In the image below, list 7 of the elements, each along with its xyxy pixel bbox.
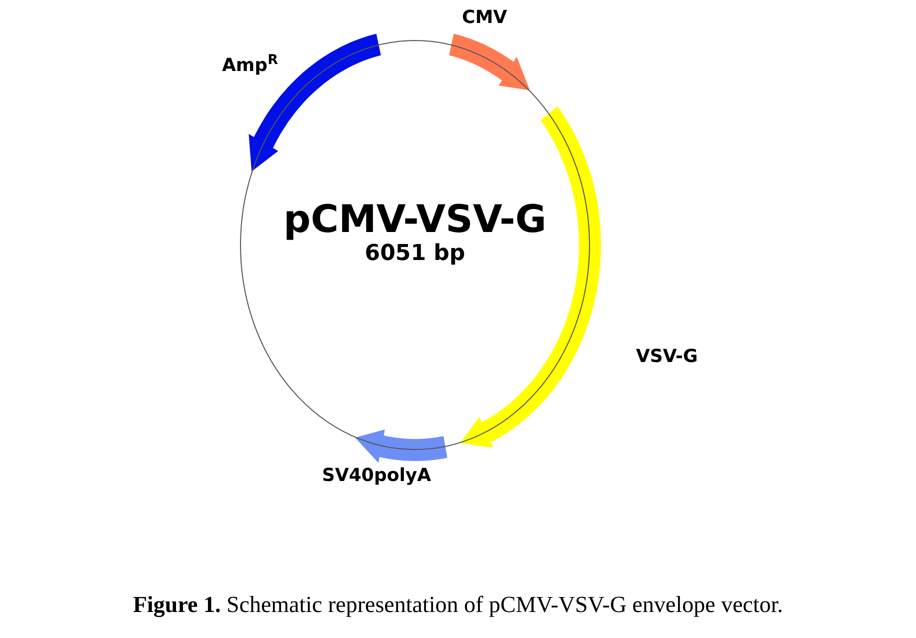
figure-caption: Figure 1. Schematic representation of pCMV-VSV-G envelope vector.: [132, 591, 784, 620]
feature-label: SV40polyA: [322, 464, 432, 488]
feature-label: VSV-G: [636, 345, 698, 369]
plasmid-name: pCMV-VSV-G: [284, 197, 546, 241]
feature-label: Amp$^{R}$: [222, 52, 278, 78]
feature-label: CMV: [462, 6, 508, 30]
plasmid-size: 6051 bp: [364, 241, 466, 267]
